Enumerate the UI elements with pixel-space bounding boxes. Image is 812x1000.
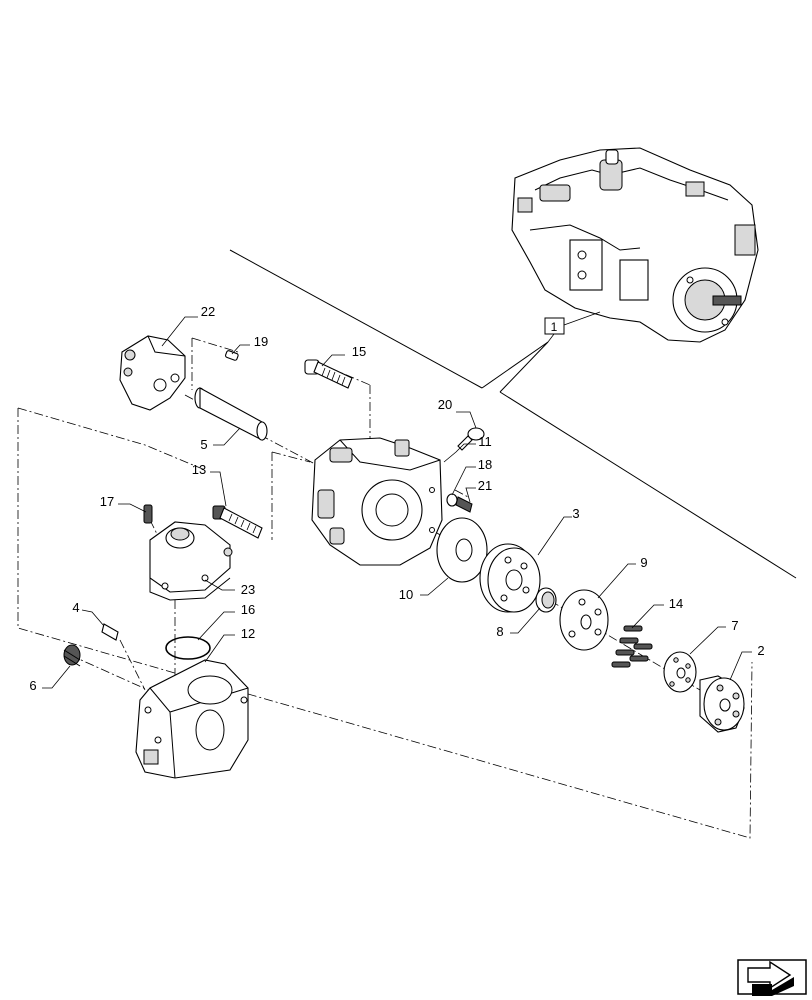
label-3: 3	[572, 506, 579, 521]
part-23-servo-block	[149, 521, 233, 601]
part-2-cylinder-block	[699, 675, 745, 733]
callout-box-label: 1	[551, 320, 558, 334]
assembly-callout: 1	[481, 311, 601, 393]
part-labels: 22 19 15 5 20 11 18 21 13 17 23 3 9 10 8…	[29, 304, 764, 693]
label-9: 9	[640, 555, 647, 570]
part-14-pistons	[611, 625, 653, 668]
part-16-oring	[165, 636, 211, 660]
label-23: 23	[241, 582, 255, 597]
label-6: 6	[29, 678, 36, 693]
leader-lines	[42, 316, 752, 689]
label-15: 15	[352, 344, 366, 359]
part-10-plate	[436, 517, 488, 583]
label-12: 12	[241, 626, 255, 641]
part-15-bolt	[304, 359, 353, 389]
label-4: 4	[72, 600, 79, 615]
part-17-screw	[143, 504, 153, 524]
label-10: 10	[399, 587, 413, 602]
next-page-arrow-icon[interactable]	[737, 959, 807, 996]
part-6-gear	[63, 644, 81, 667]
label-8: 8	[496, 624, 503, 639]
label-11: 11	[478, 434, 492, 449]
label-21: 21	[478, 478, 492, 493]
part-21-plug	[455, 496, 473, 513]
label-17: 17	[100, 494, 114, 509]
label-16: 16	[241, 602, 255, 617]
part-3-cradle	[479, 543, 541, 613]
label-19: 19	[254, 334, 268, 349]
part-7-plate	[663, 651, 697, 693]
part-12-end-cover	[135, 659, 249, 779]
label-20: 20	[438, 397, 452, 412]
part-19-pin	[225, 350, 239, 361]
label-2: 2	[757, 643, 764, 658]
pump-assembly-overview	[511, 147, 759, 343]
label-14: 14	[669, 596, 683, 611]
part-8-bearing	[535, 587, 557, 613]
group-bracket	[229, 249, 797, 579]
label-7: 7	[731, 618, 738, 633]
main-pump-housing	[311, 437, 443, 566]
part-5-shaft	[194, 387, 268, 441]
label-18: 18	[478, 457, 492, 472]
part-13-bolt	[212, 505, 263, 539]
part-9-plate	[559, 589, 609, 651]
alignment-lines	[17, 337, 753, 839]
part-18-washer	[446, 493, 458, 507]
label-5: 5	[200, 437, 207, 452]
part-4-fitting	[101, 623, 119, 641]
label-22: 22	[201, 304, 215, 319]
part-22-valve-block	[119, 335, 186, 411]
label-13: 13	[192, 462, 206, 477]
